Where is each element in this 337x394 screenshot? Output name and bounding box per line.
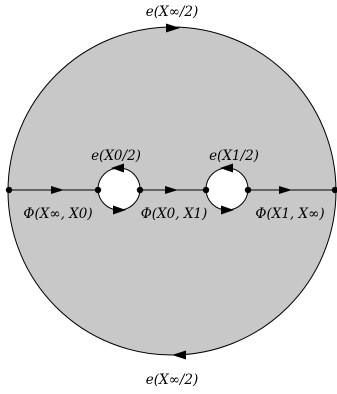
label-bottom: e(X∞/2)	[146, 372, 199, 388]
label-path-mid: Φ(X0, X1)	[141, 206, 208, 222]
node-left-boundary	[5, 186, 13, 194]
arrow-path-left	[51, 186, 64, 194]
arrow-path-mid	[165, 186, 178, 194]
hole-x0	[97, 167, 141, 211]
hole-x1	[205, 167, 249, 211]
arrow-hole1-bottom	[221, 205, 234, 215]
label-hole0: e(X0/2)	[91, 148, 141, 164]
node-hole0-left	[94, 186, 102, 194]
node-hole1-left	[202, 186, 210, 194]
arrow-bottom	[172, 350, 186, 360]
node-hole1-right	[244, 186, 252, 194]
node-right-boundary	[331, 186, 337, 194]
node-hole0-right	[136, 186, 144, 194]
arrow-top	[166, 23, 180, 33]
label-path-left: Φ(X∞, X0)	[23, 206, 92, 222]
arrow-hole0-top	[111, 163, 124, 173]
label-hole1: e(X1/2)	[209, 148, 259, 164]
label-path-right: Φ(X1, X∞)	[255, 206, 324, 222]
label-top: e(X∞/2)	[146, 4, 199, 20]
arrow-path-right	[279, 186, 292, 194]
arrow-hole1-top	[220, 163, 233, 173]
arrow-hole0-bottom	[113, 205, 126, 215]
